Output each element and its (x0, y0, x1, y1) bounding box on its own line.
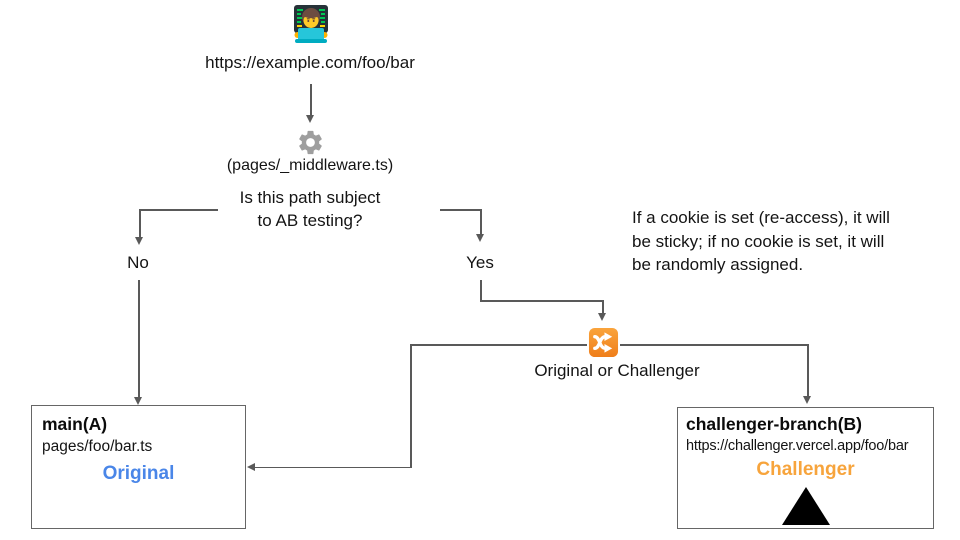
middleware-label: (pages/_middleware.ts) (226, 157, 394, 174)
connector-into-original (255, 466, 411, 468)
connector-question-left (140, 209, 218, 211)
challenger-variant-label: Challenger (756, 459, 855, 480)
question-line-1: Is this path subject (239, 188, 381, 207)
arrowhead-yes (476, 234, 484, 242)
connector-shuffle-left (410, 344, 587, 346)
arrowhead-url-to-gear (306, 115, 314, 123)
cookie-note-line-3: be randomly assigned. (632, 255, 804, 274)
challenger-branch-box: challenger-branch(B) https://challenger.… (677, 407, 934, 529)
gear-icon (299, 130, 322, 155)
cookie-note-line-1: If a cookie is set (re-access), it will (632, 208, 890, 227)
original-branch-name: main(A) (42, 414, 108, 434)
shuffle-icon (588, 327, 619, 358)
connector-no-to-original (138, 280, 140, 398)
connector-shuffle-right (620, 344, 808, 346)
arrowhead-no-to-original (134, 397, 142, 405)
cookie-note-line-2: be sticky; if no cookie is set, it will (632, 231, 885, 251)
connector-shuffle-left-drop (410, 344, 412, 468)
split-label: Original or Challenger (534, 361, 700, 380)
original-branch-path: pages/foo/bar.ts (42, 438, 153, 455)
question-text: Is this path subject to AB testing? (210, 186, 410, 232)
arrowhead-yes-to-shuffle (598, 313, 606, 321)
connector-yes-across (480, 300, 604, 302)
original-branch-box: main(A) pages/foo/bar.ts Original (31, 405, 246, 529)
connector-url-to-gear (310, 84, 312, 116)
arrowhead-into-challenger (803, 396, 811, 404)
request-url-label: https://example.com/foo/bar (205, 53, 415, 72)
vercel-triangle-icon (781, 487, 830, 525)
original-variant-label: Original (102, 463, 175, 484)
connector-yes-to-shuffle (602, 300, 604, 314)
cookie-note: If a cookie is set (re-access), it will … (632, 206, 960, 277)
connector-shuffle-right-drop (807, 344, 809, 397)
no-branch-label: No (127, 253, 149, 272)
connector-yes-drop (480, 209, 482, 235)
challenger-branch-url: https://challenger.vercel.app/foo/bar (686, 438, 909, 454)
arrowhead-into-original (247, 463, 255, 471)
technologist-icon (294, 5, 328, 43)
challenger-branch-name: challenger-branch(B) (686, 414, 862, 434)
connector-question-right (440, 209, 481, 211)
connector-no-drop (139, 209, 141, 238)
arrowhead-no (135, 237, 143, 245)
connector-yes-down (480, 280, 482, 301)
yes-branch-label: Yes (466, 253, 494, 272)
question-line-2: to AB testing? (257, 211, 363, 230)
